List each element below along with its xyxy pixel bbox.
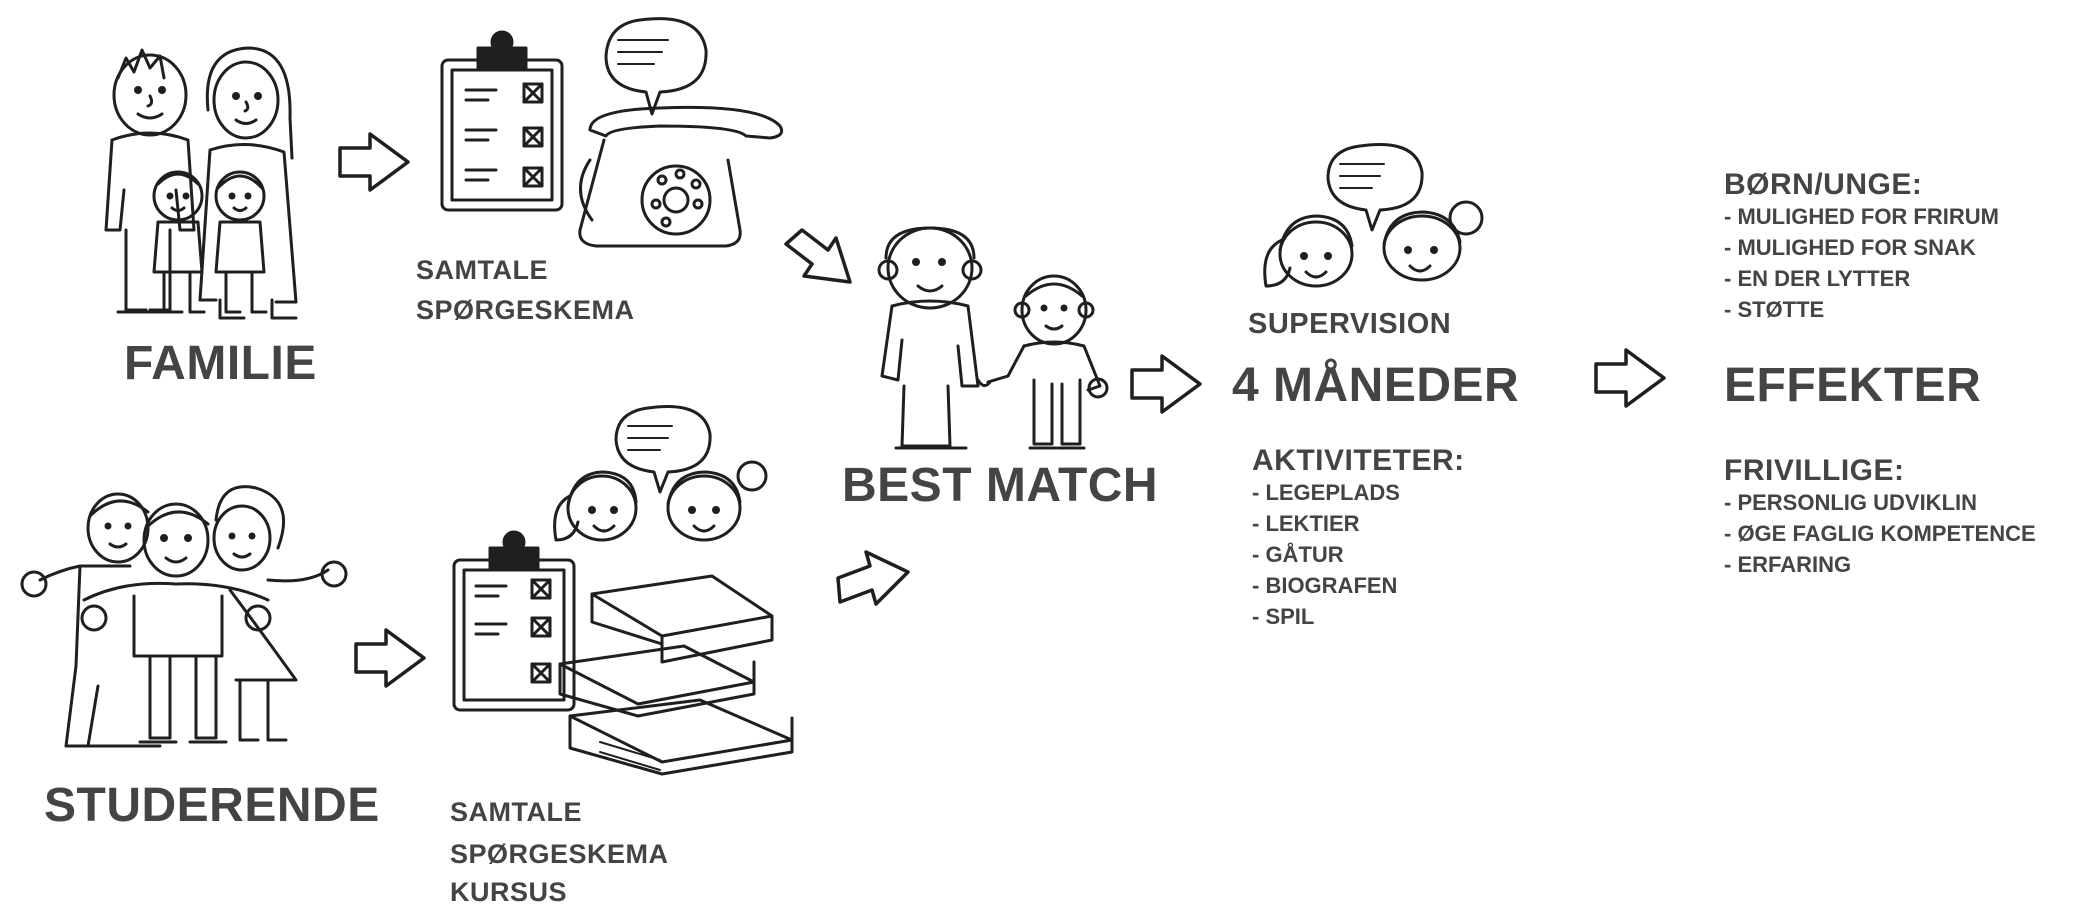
familie-step: SAMTALE (416, 255, 548, 285)
clipboard-phone-illustration (440, 17, 784, 248)
supervision-label: SUPERVISION (1248, 308, 1452, 340)
effects-title: EFFEKTER (1724, 359, 1982, 412)
supervision-illustration (1263, 142, 1484, 288)
clipboard-books-illustration (452, 404, 794, 776)
arrow-right-icon (1130, 354, 1202, 414)
list-item: - LEGEPLADS (1252, 480, 1400, 505)
list-item: - PERSONLIG UDVIKLIN (1724, 490, 1978, 515)
familie-step: SPØRGESKEMA (416, 295, 635, 325)
activities-list: - LEGEPLADS - LEKTIER - GÅTUR - BIOGRAFE… (1252, 477, 1400, 632)
studerende-title: STUDERENDE (44, 779, 380, 832)
children-heading: BØRN/UNGE: (1724, 168, 1923, 201)
list-item: - STØTTE (1724, 297, 1825, 322)
children-effects-list: - MULIGHED FOR FRIRUM - MULIGHED FOR SNA… (1724, 201, 1999, 325)
volunteers-heading: FRIVILLIGE: (1724, 454, 1905, 487)
arrow-down-right-icon (784, 228, 852, 284)
activities-heading: AKTIVITETER: (1252, 444, 1465, 477)
list-item: - EN DER LYTTER (1724, 266, 1911, 291)
list-item: - MULIGHED FOR SNAK (1724, 235, 1976, 260)
best-match-illustration (877, 226, 1109, 450)
list-item: - SPIL (1252, 604, 1315, 629)
arrow-right-icon (338, 132, 410, 192)
volunteers-effects-list: - PERSONLIG UDVIKLIN - ØGE FAGLIG KOMPET… (1724, 487, 2036, 580)
list-item: - GÅTUR (1252, 542, 1344, 567)
list-item: - MULIGHED FOR FRIRUM (1724, 204, 1999, 229)
arrow-right-icon (1594, 348, 1666, 408)
studerende-step: SAMTALE (450, 797, 582, 827)
list-item: - ERFARING (1724, 552, 1852, 577)
arrow-right-icon (354, 628, 426, 688)
list-item: - BIOGRAFEN (1252, 573, 1398, 598)
studerende-step: KURSUS (450, 877, 568, 907)
students-illustration (20, 485, 348, 748)
studerende-step: SPØRGESKEMA (450, 839, 669, 869)
familie-title: FAMILIE (124, 337, 317, 390)
arrow-up-right-icon (836, 550, 910, 606)
best-match-title: BEST MATCH (842, 459, 1159, 512)
list-item: - LEKTIER (1252, 511, 1360, 536)
duration-title: 4 MÅNEDER (1232, 359, 1520, 412)
family-illustration (104, 46, 298, 320)
list-item: - ØGE FAGLIG KOMPETENCE (1724, 521, 2036, 546)
